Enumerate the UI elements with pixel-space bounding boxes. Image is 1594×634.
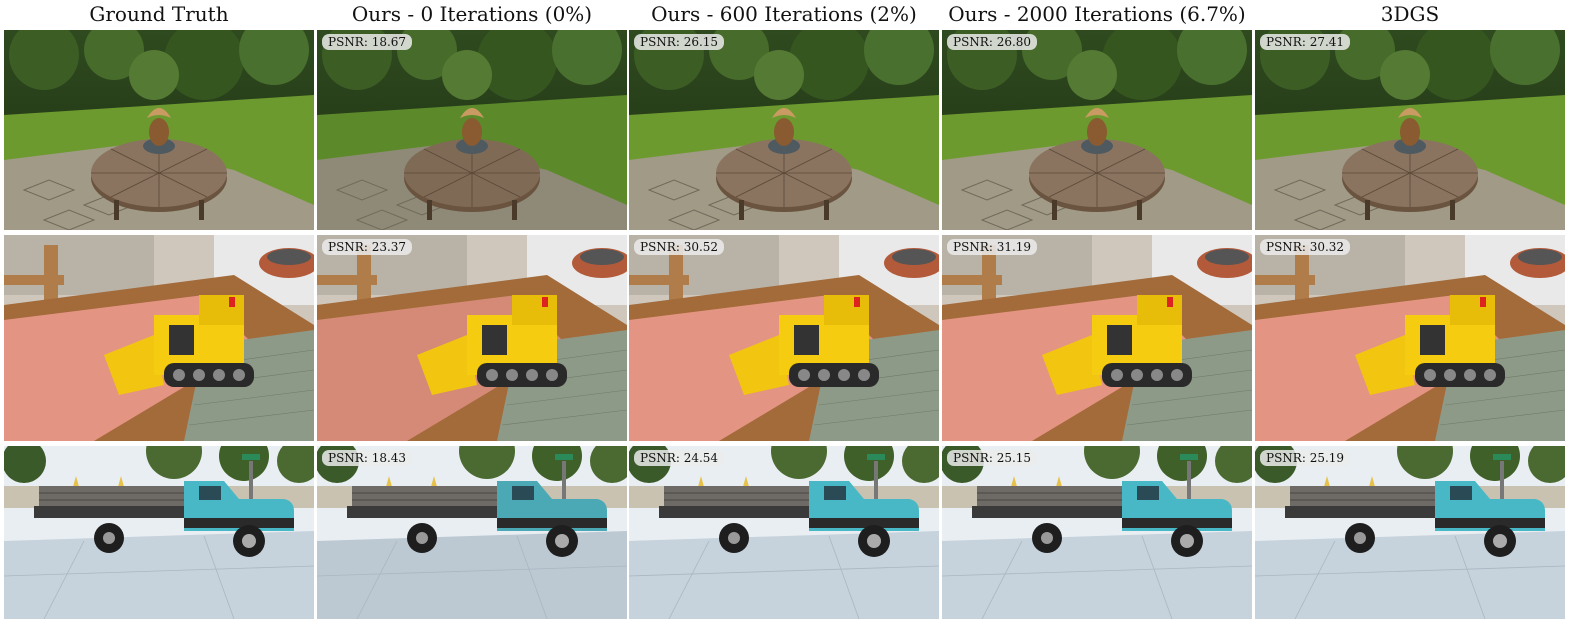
garden-render-image: PSNR: 27.41 — [1255, 30, 1565, 230]
psnr-label: PSNR: 25.15 — [947, 450, 1038, 466]
garden-render-image — [4, 30, 314, 230]
truck-scene-illustration — [317, 446, 627, 619]
psnr-label: PSNR: 31.19 — [947, 239, 1038, 255]
truck-scene-illustration — [942, 446, 1252, 619]
kitchen-scene-illustration — [4, 235, 314, 441]
truck-render-image — [4, 446, 314, 619]
truck-render-image: PSNR: 24.54 — [629, 446, 939, 619]
truck-render-image: PSNR: 25.15 — [942, 446, 1252, 619]
psnr-label: PSNR: 24.54 — [634, 450, 725, 466]
kitchen-render-image: PSNR: 30.32 — [1255, 235, 1565, 441]
psnr-label: PSNR: 27.41 — [1260, 34, 1351, 50]
psnr-label: PSNR: 26.15 — [634, 34, 725, 50]
column-header: Ground Truth — [89, 2, 229, 26]
kitchen-render-image: PSNR: 23.37 — [317, 235, 627, 441]
kitchen-scene-illustration — [629, 235, 939, 441]
truck-scene-illustration — [4, 446, 314, 619]
column-header: Ours - 0 Iterations (0%) — [351, 2, 593, 26]
psnr-label: PSNR: 18.43 — [322, 450, 413, 466]
garden-scene-illustration — [4, 30, 314, 230]
garden-render-image: PSNR: 26.15 — [629, 30, 939, 230]
kitchen-scene-illustration — [1255, 235, 1565, 441]
truck-render-image: PSNR: 18.43 — [317, 446, 627, 619]
truck-scene-illustration — [1255, 446, 1565, 619]
garden-scene-illustration — [1255, 30, 1565, 230]
column-header: 3DGS — [1380, 2, 1440, 26]
kitchen-scene-illustration — [942, 235, 1252, 441]
psnr-label: PSNR: 26.80 — [947, 34, 1038, 50]
column-header: Ours - 2000 Iterations (6.7%) — [948, 2, 1246, 26]
garden-scene-illustration — [629, 30, 939, 230]
garden-render-image: PSNR: 26.80 — [942, 30, 1252, 230]
kitchen-scene-illustration — [317, 235, 627, 441]
kitchen-render-image: PSNR: 30.52 — [629, 235, 939, 441]
psnr-label: PSNR: 30.32 — [1260, 239, 1351, 255]
psnr-label: PSNR: 18.67 — [322, 34, 413, 50]
garden-scene-illustration — [317, 30, 627, 230]
psnr-label: PSNR: 25.19 — [1260, 450, 1351, 466]
kitchen-render-image — [4, 235, 314, 441]
column-header: Ours - 600 Iterations (2%) — [651, 2, 917, 26]
truck-scene-illustration — [629, 446, 939, 619]
psnr-label: PSNR: 23.37 — [322, 239, 413, 255]
truck-render-image: PSNR: 25.19 — [1255, 446, 1565, 619]
psnr-label: PSNR: 30.52 — [634, 239, 725, 255]
garden-render-image: PSNR: 18.67 — [317, 30, 627, 230]
garden-scene-illustration — [942, 30, 1252, 230]
kitchen-render-image: PSNR: 31.19 — [942, 235, 1252, 441]
